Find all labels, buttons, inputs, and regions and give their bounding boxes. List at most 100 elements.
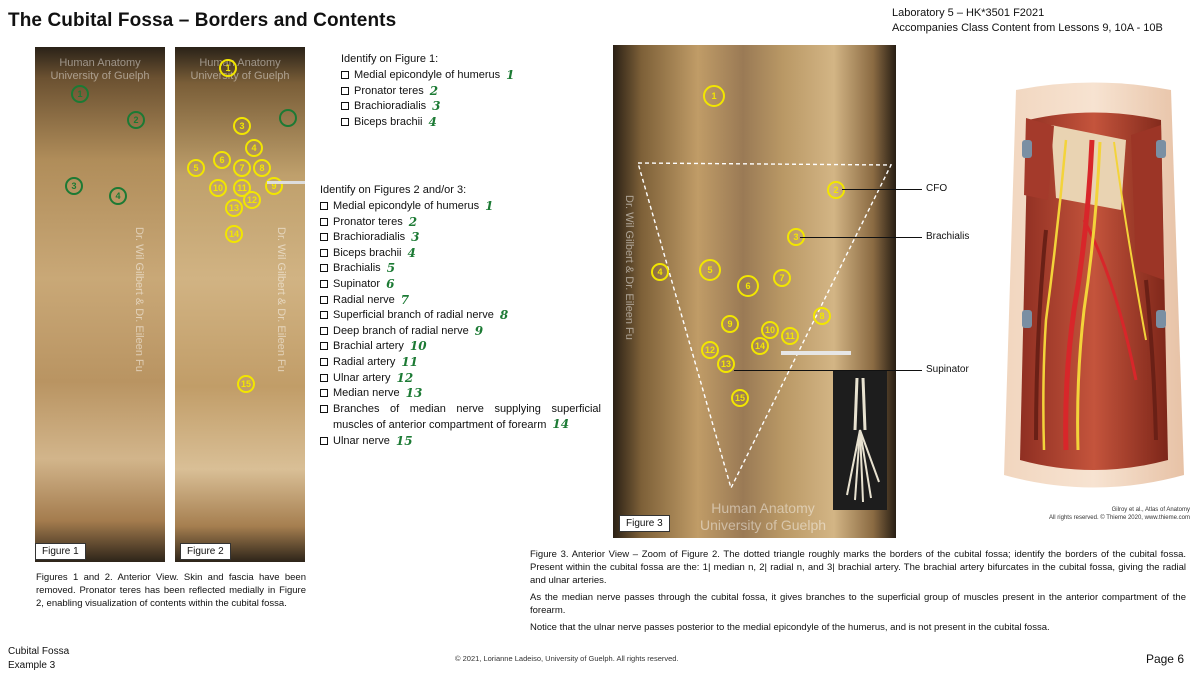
marker-fig3-1: 1 xyxy=(703,85,725,107)
checkbox[interactable] xyxy=(341,117,349,126)
figure-1-photo: Human Anatomy University of Guelph Dr. W… xyxy=(35,47,165,562)
checkbox[interactable] xyxy=(320,217,328,226)
checkbox[interactable] xyxy=(320,295,328,304)
figure-3-label: Figure 3 xyxy=(619,515,670,532)
marker-fig2-13: 13 xyxy=(225,199,243,217)
callout-cfo: CFO xyxy=(926,183,948,194)
page-number: Page 6 xyxy=(1145,652,1184,666)
marker-fig3-4: 4 xyxy=(651,263,669,281)
figure-3-photo: Dr. Wil Gilbert & Dr. Eileen Fu Human An… xyxy=(613,45,896,538)
marker-fig2-11: 11 xyxy=(233,179,251,197)
watermark: Human Anatomy University of Guelph xyxy=(50,57,150,82)
checkbox[interactable] xyxy=(320,279,328,288)
checkbox[interactable] xyxy=(320,202,328,210)
forceps-instrument xyxy=(781,351,851,355)
lab-header-line1: Laboratory 5 – HK*3501 F2021 xyxy=(892,7,1045,19)
marker-fig3-13: 13 xyxy=(717,355,735,373)
footer-left: Cubital Fossa Example 3 xyxy=(8,646,70,671)
caption-fig3-paragraph-1: Figure 3. Anterior View – Zoom of Figure… xyxy=(530,549,1186,586)
checkbox[interactable] xyxy=(341,71,349,79)
caption-figure-3: Figure 3. Anterior View – Zoom of Figure… xyxy=(530,548,1186,634)
marker-fig1-3: 3 xyxy=(65,177,83,195)
lab-header: Laboratory 5 – HK*3501 F2021 Accompanies… xyxy=(892,6,1163,36)
lab-header-line2: Accompanies Class Content from Lessons 9… xyxy=(892,22,1163,34)
marker-fig3-2: 2 xyxy=(827,181,845,199)
list1-heading: Identify on Figure 1: xyxy=(341,53,439,65)
marker-fig3-12: 12 xyxy=(701,341,719,359)
callout-brachialis: Brachialis xyxy=(926,231,970,242)
figure-2-label: Figure 2 xyxy=(180,543,231,560)
marker-fig3-14: 14 xyxy=(751,337,769,355)
marker-fig2-5: 5 xyxy=(187,159,205,177)
marker-fig3-10: 10 xyxy=(761,321,779,339)
forceps-instrument xyxy=(267,181,305,184)
marker-fig2-4: 4 xyxy=(245,139,263,157)
marker-fig1-2: 2 xyxy=(127,111,145,129)
checkbox[interactable] xyxy=(320,373,328,382)
marker-fig3-7: 7 xyxy=(773,269,791,287)
marker-fig2-15: 15 xyxy=(237,375,255,393)
checkbox[interactable] xyxy=(320,342,328,351)
marker-fig2-6: 6 xyxy=(213,151,231,169)
footer-copyright: © 2021, Lorianne Ladeiso, University of … xyxy=(455,654,679,663)
list2-heading: Identify on Figures 2 and/or 3: xyxy=(320,184,467,196)
caption-figures-1-2: Figures 1 and 2. Anterior View. Skin and… xyxy=(36,572,306,609)
checkbox[interactable] xyxy=(320,357,328,366)
watermark-vertical: Dr. Wil Gilbert & Dr. Eileen Fu xyxy=(275,227,287,372)
marker-fig3-6: 6 xyxy=(737,275,759,297)
checkbox[interactable] xyxy=(320,248,328,257)
figure-2-photo: Human Anatomy University of Guelph Dr. W… xyxy=(175,47,305,562)
skeleton-inset xyxy=(833,370,887,510)
caption-fig3-paragraph-3: Notice that the ulnar nerve passes poste… xyxy=(530,622,1050,633)
illustration-credit: Gilroy et al., Atlas of Anatomy All righ… xyxy=(1048,507,1190,521)
marker-fig2-12: 12 xyxy=(243,191,261,209)
checkbox[interactable] xyxy=(320,264,328,273)
marker-fig2-10: 10 xyxy=(209,179,227,197)
callout-line-supinator xyxy=(734,370,922,371)
marker-fig2-9: 9 xyxy=(265,177,283,195)
checkbox[interactable] xyxy=(320,436,328,445)
checkbox[interactable] xyxy=(341,86,349,95)
marker-fig2-3: 3 xyxy=(233,117,251,135)
checkbox[interactable] xyxy=(320,311,328,320)
callout-supinator: Supinator xyxy=(926,364,969,375)
marker-fig3-5: 5 xyxy=(699,259,721,281)
callout-line-cfo xyxy=(842,189,922,190)
marker-fig2-2 xyxy=(279,109,297,127)
checkbox[interactable] xyxy=(320,389,328,398)
checkbox[interactable] xyxy=(320,233,328,242)
checkbox[interactable] xyxy=(341,102,349,111)
checkbox[interactable] xyxy=(320,326,328,335)
figure-1-label: Figure 1 xyxy=(35,543,86,560)
list2-item: Branches of median nerve supplying super… xyxy=(320,402,601,434)
watermark-vertical: Dr. Wil Gilbert & Dr. Eileen Fu xyxy=(623,195,635,340)
caption-fig3-paragraph-2: As the median nerve passes through the c… xyxy=(530,592,1186,616)
cubital-fossa-triangle xyxy=(637,162,893,490)
checkbox[interactable] xyxy=(320,404,328,413)
marker-fig3-11: 11 xyxy=(781,327,799,345)
watermark-vertical: Dr. Wil Gilbert & Dr. Eileen Fu xyxy=(133,227,145,372)
skeleton-arm-icon xyxy=(846,377,880,503)
callout-line-brachialis xyxy=(800,237,922,238)
marker-fig2-7: 7 xyxy=(233,159,251,177)
watermark: Human Anatomy University of Guelph xyxy=(699,500,827,533)
page-title: The Cubital Fossa – Borders and Contents xyxy=(8,10,397,31)
marker-fig3-9: 9 xyxy=(721,315,739,333)
